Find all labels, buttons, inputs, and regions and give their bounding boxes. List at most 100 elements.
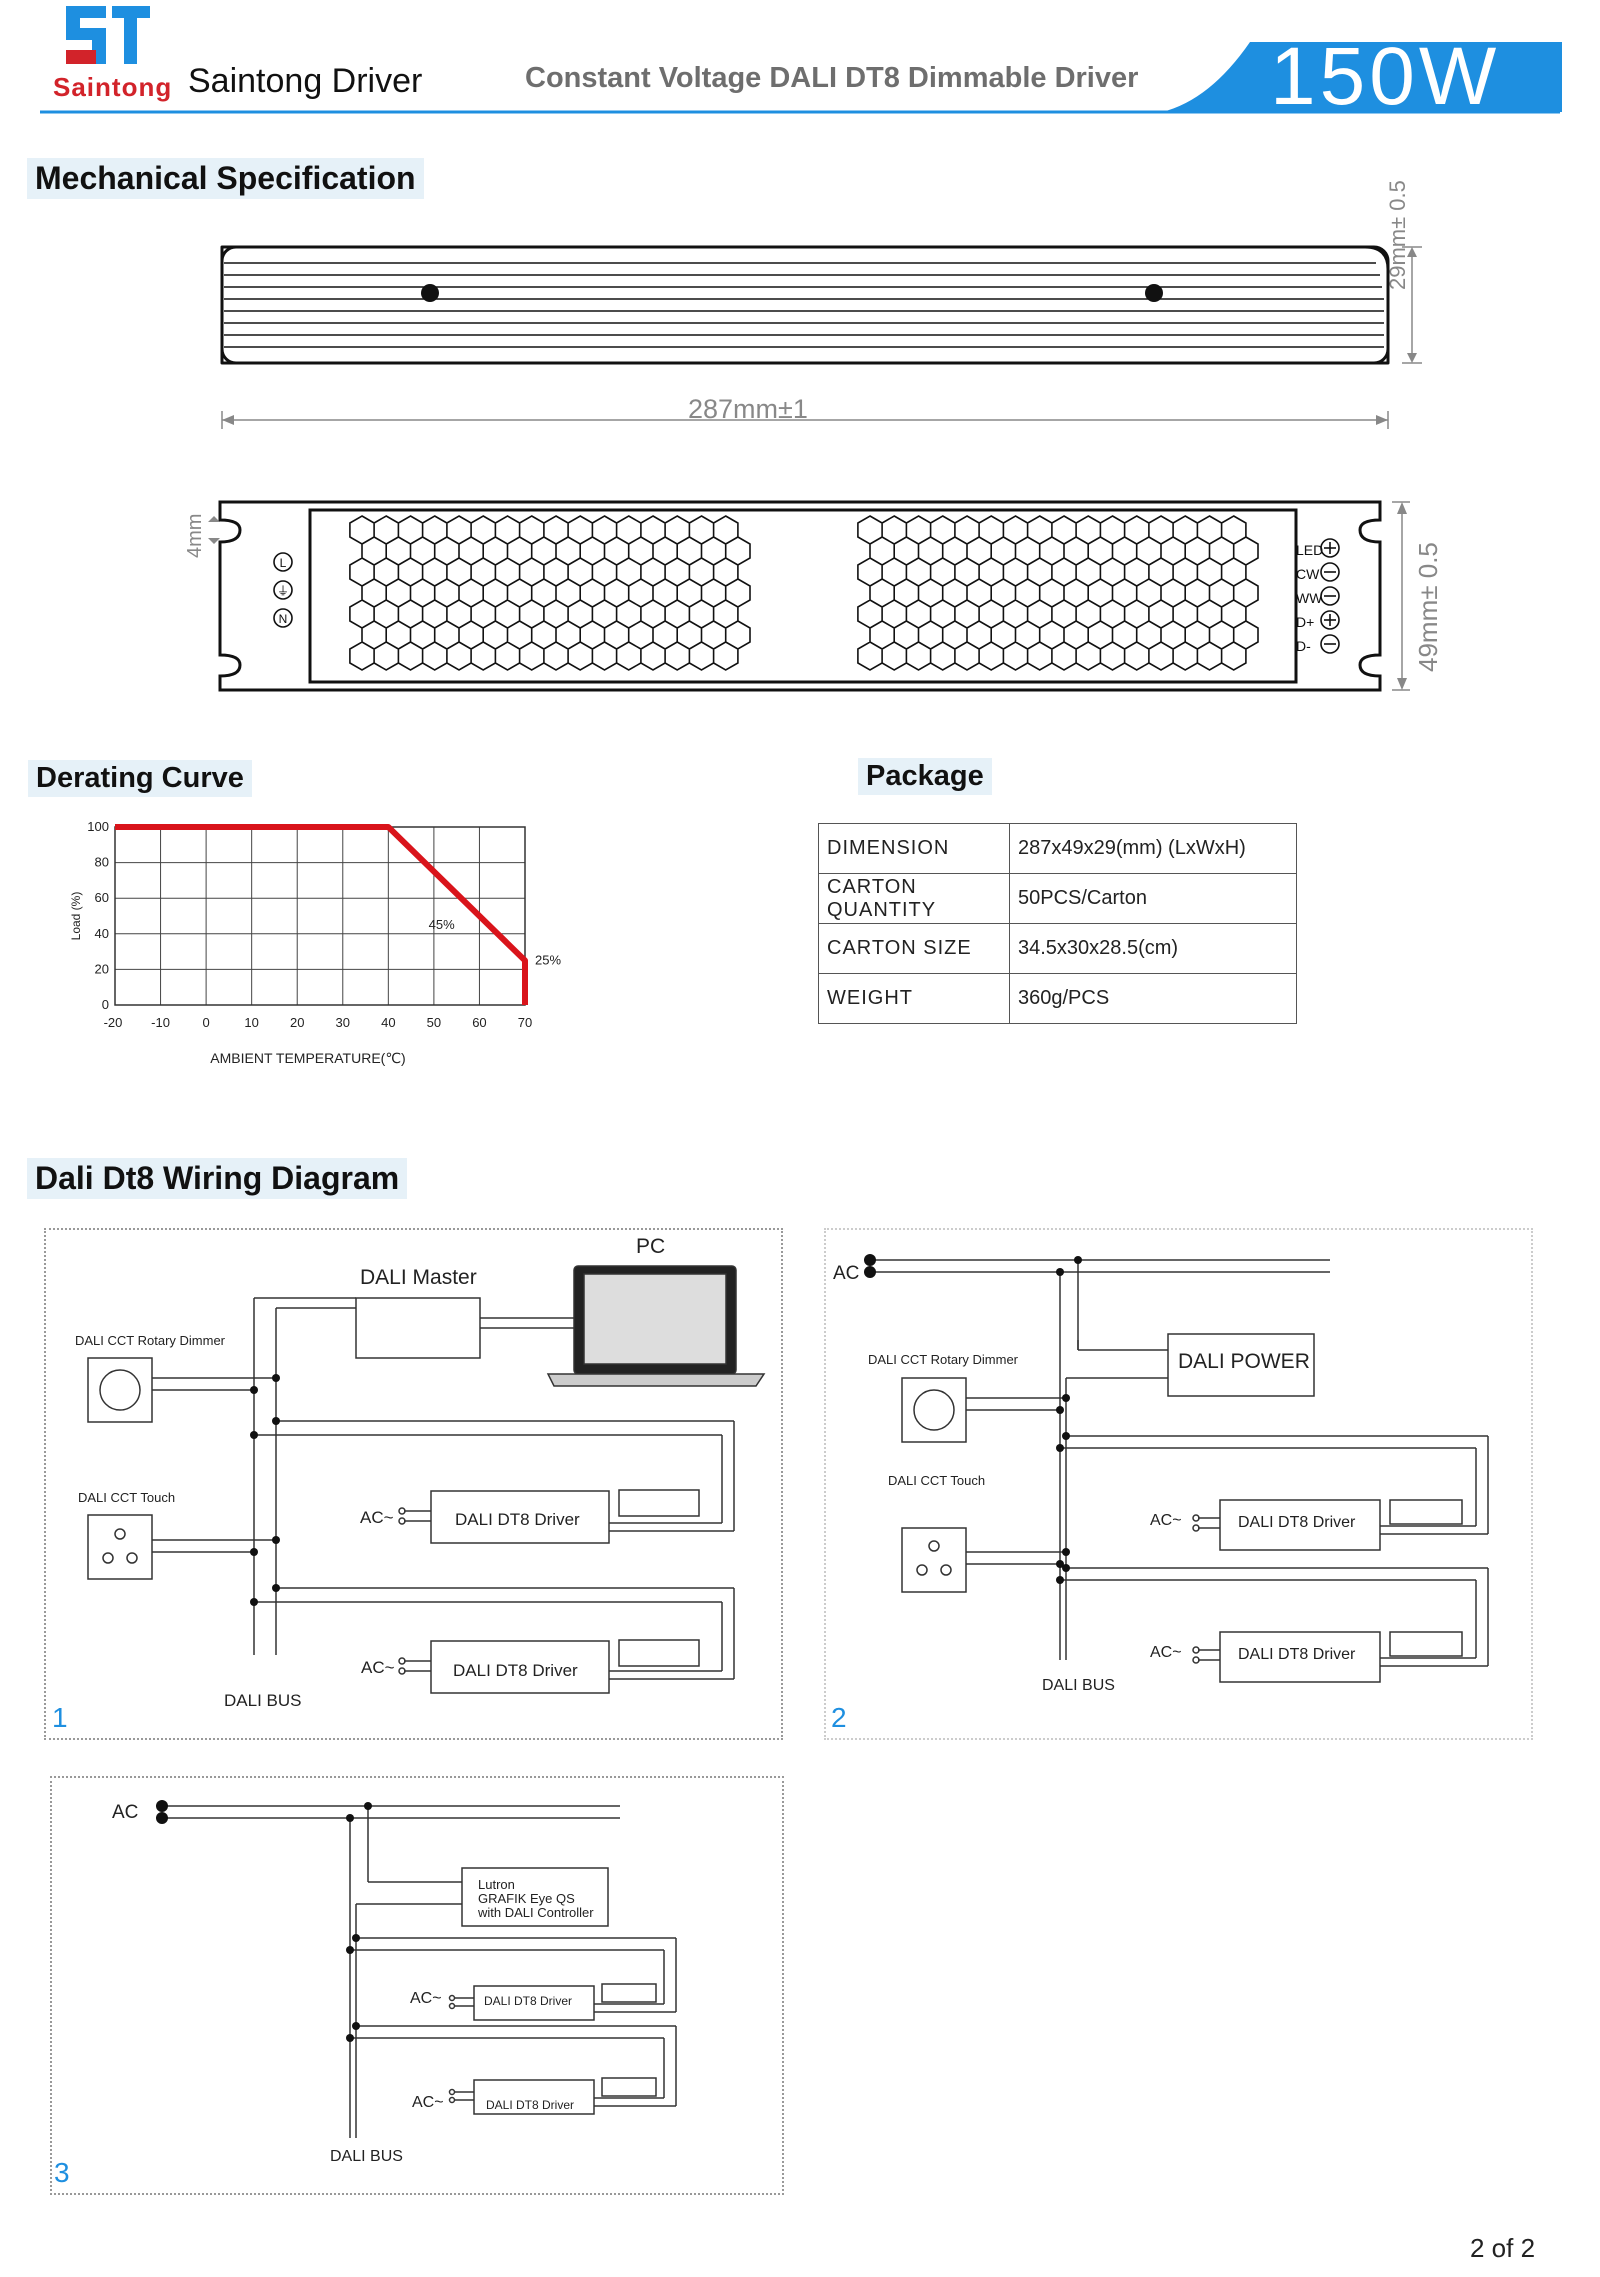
ac-main-label: AC — [112, 1802, 139, 1823]
x-tick-label: 0 — [202, 1015, 209, 1030]
driver-label: DALI DT8 Driver — [1238, 1646, 1356, 1663]
hole-dimension: 4mm — [184, 513, 206, 558]
wiring-diagram-2-lines — [864, 1254, 1489, 1683]
package-title: Package — [858, 758, 992, 795]
length-dimension: 287mm±1 — [688, 394, 808, 424]
terminal-dminus: D- — [1296, 638, 1311, 654]
lutron-line: GRAFIK Eye QS — [478, 1891, 575, 1906]
x-tick-label: -20 — [104, 1015, 123, 1030]
ac-input-label: AC~ — [1150, 1512, 1182, 1529]
pc-label: PC — [636, 1235, 666, 1258]
terminal-cw: CW — [1296, 566, 1320, 582]
plot-frame — [114, 826, 526, 1006]
diagram-number: 1 — [52, 1702, 68, 1733]
lutron-line: Lutron — [478, 1877, 515, 1892]
y-tick-label: 0 — [102, 997, 109, 1012]
page-number: 2 of 2 — [1470, 2233, 1536, 2263]
vent-grid-right — [857, 515, 1259, 671]
derating-chart: -20 -10 0 10 20 30 40 50 60 70 0 20 40 60 80 100 45% 25% A… — [69, 819, 561, 1066]
lutron-line: with DALI Controller — [478, 1905, 594, 1920]
top-view-drawing: L ⏚ N — [208, 500, 1410, 692]
ac-input-label: AC~ — [1150, 1644, 1182, 1661]
dali-bus-label: DALI BUS — [330, 2148, 403, 2165]
y-tick-label: 100 — [87, 819, 109, 834]
svg-text:L: L — [280, 556, 287, 570]
wiring-diagram-3 — [50, 1776, 784, 2195]
logo-icon — [66, 6, 150, 64]
driver-label: DALI DT8 Driver — [1238, 1514, 1356, 1531]
x-tick-label: 60 — [472, 1015, 486, 1030]
x-tick-label: 20 — [290, 1015, 304, 1030]
package-key: CARTON SIZE — [818, 923, 1010, 974]
package-value: 34.5x30x28.5(cm) — [1009, 923, 1297, 974]
lutron-label: Lutron GRAFIK Eye QS with DALI Controlle… — [478, 1878, 594, 1920]
y-tick-label: 80 — [95, 855, 109, 870]
package-key: CARTON QUANTITY — [818, 873, 1010, 924]
mechanical-title: Mechanical Specification — [27, 158, 424, 199]
dali-bus-label: DALI BUS — [1042, 1677, 1115, 1694]
package-key: DIMENSION — [818, 823, 1010, 874]
ac-input-label: AC~ — [410, 1990, 442, 2007]
document-title: Constant Voltage DALI DT8 Dimmable Drive… — [525, 62, 1139, 94]
driver-label: DALI DT8 Driver — [455, 1510, 580, 1529]
height-dimension: 29mm± 0.5 — [1385, 180, 1410, 290]
derating-title: Derating Curve — [28, 760, 252, 797]
logo-text: Saintong — [53, 72, 173, 102]
width-dimension: 49mm± 0.5 — [1413, 542, 1443, 672]
x-tick-label: -10 — [151, 1015, 170, 1030]
vent-hex — [349, 515, 751, 671]
cct-touch-label: DALI CCT Touch — [888, 1473, 986, 1488]
package-value: 50PCS/Carton — [1009, 873, 1297, 924]
vent-grid-left — [349, 515, 751, 671]
wiring-title: Dali Dt8 Wiring Diagram — [27, 1158, 408, 1199]
vent-hex — [857, 515, 1259, 671]
wiring-diagram-1 — [44, 1228, 783, 1740]
x-axis-label: AMBIENT TEMPERATURE(℃) — [210, 1050, 405, 1066]
x-tick-label: 30 — [336, 1015, 350, 1030]
driver-label: DALI DT8 Driver — [453, 1661, 578, 1680]
derating-line — [115, 824, 528, 1005]
package-value: 287x49x29(mm) (LxWxH) — [1009, 823, 1297, 874]
wiring-diagram-2 — [824, 1228, 1533, 1740]
package-key: WEIGHT — [818, 973, 1010, 1024]
rotary-dimmer-label: DALI CCT Rotary Dimmer — [75, 1333, 226, 1348]
x-tick-label: 50 — [427, 1015, 441, 1030]
terminal-led: LED — [1296, 542, 1324, 558]
package-value: 360g/PCS — [1009, 973, 1297, 1024]
side-view-drawing — [220, 245, 1422, 429]
wattage-label: 150W — [1270, 31, 1501, 122]
y-tick-label: 20 — [95, 961, 109, 976]
wiring-diagram-3-lines — [156, 1800, 677, 2138]
annotation-label: 45% — [429, 917, 455, 932]
brand-name: Saintong Driver — [188, 62, 423, 100]
diagram-number: 3 — [54, 2157, 70, 2188]
y-tick-label: 60 — [95, 890, 109, 905]
y-tick-label: 40 — [95, 926, 109, 941]
dali-power-label: DALI POWER — [1178, 1350, 1310, 1373]
driver-label: DALI DT8 Driver — [484, 1994, 573, 2008]
dali-master-label: DALI Master — [360, 1266, 477, 1289]
output-terminal-labels: LED CW WW D+ D- — [1296, 538, 1323, 658]
ac-input-label: AC~ — [361, 1658, 395, 1677]
ac-input-label: AC~ — [360, 1508, 394, 1527]
cct-touch-label: DALI CCT Touch — [78, 1490, 176, 1505]
diagram-number: 2 — [831, 1702, 847, 1733]
x-tick-label: 10 — [244, 1015, 258, 1030]
ac-main-label: AC — [833, 1263, 860, 1284]
x-tick-label: 40 — [381, 1015, 395, 1030]
driver-label: DALI DT8 Driver — [486, 2098, 575, 2112]
ac-input-label: AC~ — [412, 2094, 444, 2111]
svg-text:N: N — [279, 612, 288, 626]
svg-text:⏚: ⏚ — [277, 584, 289, 598]
x-tick-label: 70 — [518, 1015, 532, 1030]
annotation-label: 25% — [535, 953, 561, 968]
y-axis-label: Load (%) — [69, 892, 83, 941]
terminal-ww: WW — [1296, 590, 1323, 606]
wiring-diagram-1-lines — [87, 1265, 766, 1694]
terminal-dplus: D+ — [1296, 614, 1315, 630]
